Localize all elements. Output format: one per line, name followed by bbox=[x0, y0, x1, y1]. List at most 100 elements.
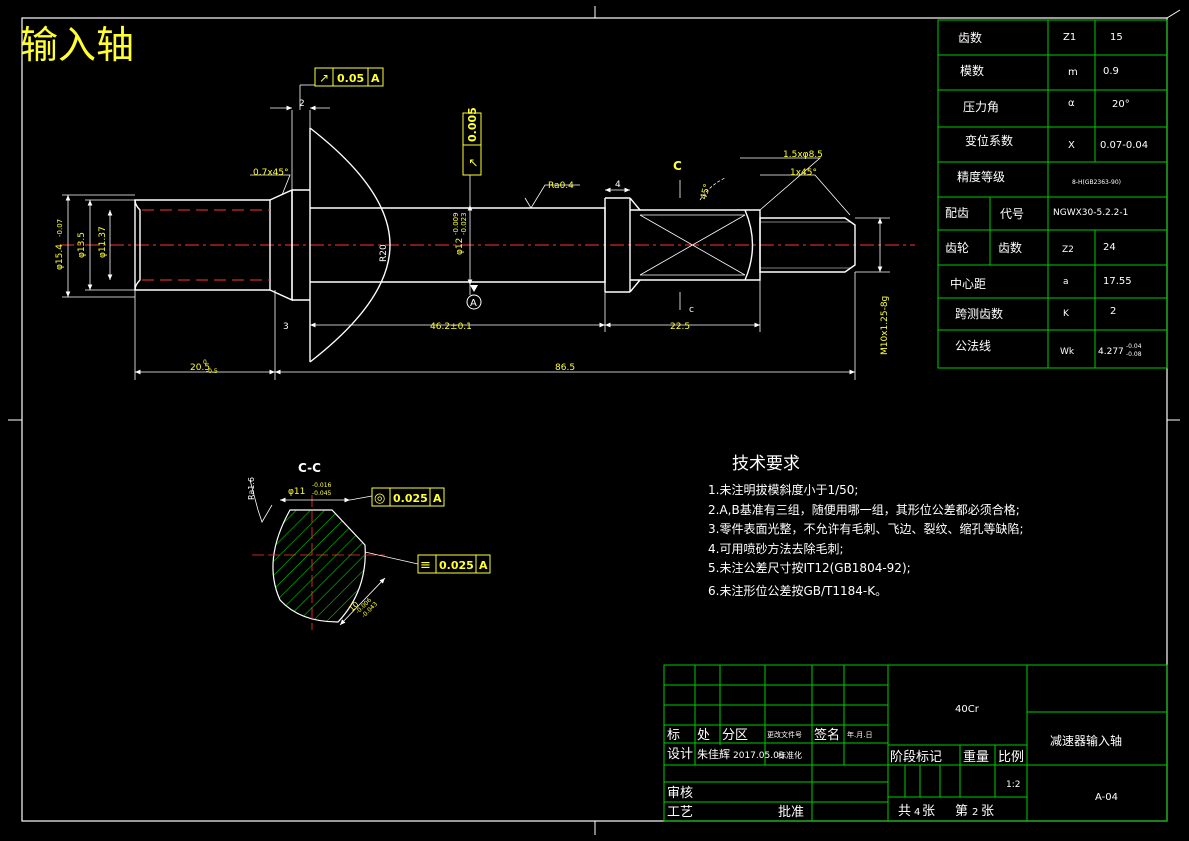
shaft-main-view bbox=[60, 127, 915, 363]
svg-text:C: C bbox=[673, 159, 682, 173]
svg-text:张: 张 bbox=[922, 804, 935, 819]
svg-text:中心距: 中心距 bbox=[950, 276, 986, 291]
svg-text:A: A bbox=[433, 492, 442, 505]
svg-text:0.025: 0.025 bbox=[439, 559, 474, 572]
section-cc: C-C φ11 -0.016 -0.045 10 -0.006 -0.043 R… bbox=[247, 461, 419, 630]
svg-text:更改文件号: 更改文件号 bbox=[767, 730, 802, 739]
svg-text:R20: R20 bbox=[379, 244, 389, 262]
svg-text:2017.05.03: 2017.05.03 bbox=[733, 751, 785, 761]
runout-frame-1: ↗ 0.05 A bbox=[314, 67, 384, 87]
svg-text:标: 标 bbox=[667, 728, 680, 743]
svg-text:≡: ≡ bbox=[420, 558, 431, 573]
svg-text:20°: 20° bbox=[1112, 99, 1130, 110]
svg-text:m: m bbox=[1068, 67, 1078, 78]
svg-text:φ12: φ12 bbox=[455, 238, 465, 255]
svg-text:-0.04: -0.04 bbox=[1126, 343, 1142, 350]
runout-frame-2: 0.005 ↗ bbox=[462, 107, 482, 176]
svg-text:-0.016: -0.016 bbox=[312, 482, 332, 489]
svg-text:共: 共 bbox=[898, 804, 911, 819]
svg-text:φ11.37: φ11.37 bbox=[98, 226, 108, 258]
title-block bbox=[663, 664, 1168, 822]
svg-text:配齿: 配齿 bbox=[945, 206, 969, 220]
dimension-lines bbox=[62, 84, 890, 380]
dimension-texts: φ15.4 -0.07 φ13.5 φ11.37 φ12 -0.009 -0.0… bbox=[55, 99, 890, 375]
symmetry-frame: ≡ 0.025 A bbox=[417, 554, 491, 574]
tech-heading: 技术要求 bbox=[732, 454, 800, 474]
datum-a: A bbox=[466, 285, 482, 310]
svg-text:A: A bbox=[371, 72, 380, 85]
drawing-title: 输入轴 bbox=[20, 23, 134, 67]
svg-text:齿数: 齿数 bbox=[958, 30, 982, 45]
tech-item: 6.未注形位公差按GB/T1184-K。 bbox=[708, 583, 887, 598]
svg-text:-0.08: -0.08 bbox=[1126, 351, 1142, 358]
tech-item: 1.未注明拔模斜度小于1/50; bbox=[708, 482, 858, 497]
svg-text:0.025: 0.025 bbox=[393, 492, 428, 505]
svg-text:86.5: 86.5 bbox=[555, 363, 575, 373]
svg-text:2: 2 bbox=[1110, 306, 1116, 317]
svg-text:批准: 批准 bbox=[778, 805, 804, 820]
svg-text:15: 15 bbox=[1110, 32, 1123, 43]
svg-text:重量: 重量 bbox=[963, 749, 989, 765]
svg-text:C-C: C-C bbox=[298, 461, 321, 475]
svg-text:Z1: Z1 bbox=[1063, 32, 1076, 43]
svg-text:1.5xφ8.5: 1.5xφ8.5 bbox=[783, 150, 823, 160]
svg-text:Ra1.6: Ra1.6 bbox=[247, 477, 256, 500]
tech-item: 2.A,B基准有三组，随便用哪一组，其形位公差都必须合格; bbox=[708, 502, 1020, 517]
svg-text:K: K bbox=[1063, 309, 1070, 319]
svg-text:α: α bbox=[1068, 98, 1075, 109]
svg-text:M10x1.25-8g: M10x1.25-8g bbox=[880, 296, 890, 355]
svg-text:c: c bbox=[689, 305, 694, 315]
svg-text:-0.023: -0.023 bbox=[460, 212, 468, 235]
svg-text:压力角: 压力角 bbox=[963, 100, 999, 114]
svg-text:变位系数: 变位系数 bbox=[965, 133, 1013, 148]
svg-text:0.9: 0.9 bbox=[1103, 66, 1119, 77]
svg-text:0.07-0.04: 0.07-0.04 bbox=[1100, 140, 1148, 151]
svg-text:比例: 比例 bbox=[998, 750, 1024, 765]
svg-text:2: 2 bbox=[299, 99, 305, 109]
title-block-text: 标 处 分区 更改文件号 签名 年.月.日 设计 朱佳辉 2017.05.03 … bbox=[667, 704, 1122, 820]
drawing-frame bbox=[8, 6, 1181, 835]
svg-text:20.5: 20.5 bbox=[190, 363, 210, 373]
svg-text:A-04: A-04 bbox=[1095, 792, 1118, 803]
tech-requirements: 技术要求 1.未注明拔模斜度小于1/50; 2.A,B基准有三组，随便用哪一组，… bbox=[708, 454, 1024, 598]
svg-text:齿数: 齿数 bbox=[998, 240, 1022, 255]
svg-text:0.05: 0.05 bbox=[337, 72, 364, 85]
svg-text:模数: 模数 bbox=[960, 63, 984, 78]
svg-text:4.277: 4.277 bbox=[1098, 347, 1124, 357]
svg-text:阶段标记: 阶段标记 bbox=[890, 750, 942, 765]
svg-text:24: 24 bbox=[1103, 242, 1116, 253]
param-table bbox=[937, 19, 1168, 369]
svg-text:分区: 分区 bbox=[722, 728, 748, 743]
svg-text:◎: ◎ bbox=[374, 491, 385, 506]
svg-text:φ11: φ11 bbox=[288, 487, 305, 497]
svg-text:Ra0.4: Ra0.4 bbox=[548, 181, 574, 191]
tech-item: 3.零件表面光整，不允许有毛刺、飞边、裂纹、缩孔等缺陷; bbox=[708, 521, 1024, 536]
svg-text:Wk: Wk bbox=[1060, 347, 1075, 357]
tech-item: 5.未注公差尺寸按IT12(GB1804-92); bbox=[708, 560, 911, 575]
svg-text:齿轮: 齿轮 bbox=[945, 241, 969, 255]
tech-item: 4.可用喷砂方法去除毛刺; bbox=[708, 541, 844, 556]
svg-text:0: 0 bbox=[203, 359, 207, 366]
svg-text:工艺: 工艺 bbox=[667, 805, 693, 820]
svg-text:A: A bbox=[479, 559, 488, 572]
svg-text:-0.07: -0.07 bbox=[56, 219, 64, 237]
svg-text:X: X bbox=[1068, 140, 1075, 151]
svg-text:跨测齿数: 跨测齿数 bbox=[955, 306, 1003, 321]
svg-text:↗: ↗ bbox=[319, 71, 329, 85]
svg-text:17.55: 17.55 bbox=[1103, 276, 1132, 287]
svg-text:45°: 45° bbox=[699, 183, 713, 201]
svg-text:年.月.日: 年.月.日 bbox=[847, 730, 872, 739]
svg-text:40Cr: 40Cr bbox=[955, 704, 980, 715]
svg-text:Z2: Z2 bbox=[1062, 245, 1074, 255]
svg-text:4: 4 bbox=[914, 807, 920, 818]
svg-text:朱佳辉: 朱佳辉 bbox=[697, 747, 730, 761]
svg-text:审核: 审核 bbox=[667, 786, 693, 801]
svg-text:1x45°: 1x45° bbox=[790, 168, 817, 178]
svg-text:-0.009: -0.009 bbox=[452, 212, 460, 235]
svg-text:1:2: 1:2 bbox=[1006, 780, 1020, 790]
svg-text:-0.5: -0.5 bbox=[206, 368, 218, 375]
svg-text:减速器输入轴: 减速器输入轴 bbox=[1050, 733, 1122, 748]
svg-text:-0.045: -0.045 bbox=[312, 490, 332, 497]
svg-text:4: 4 bbox=[615, 180, 621, 190]
